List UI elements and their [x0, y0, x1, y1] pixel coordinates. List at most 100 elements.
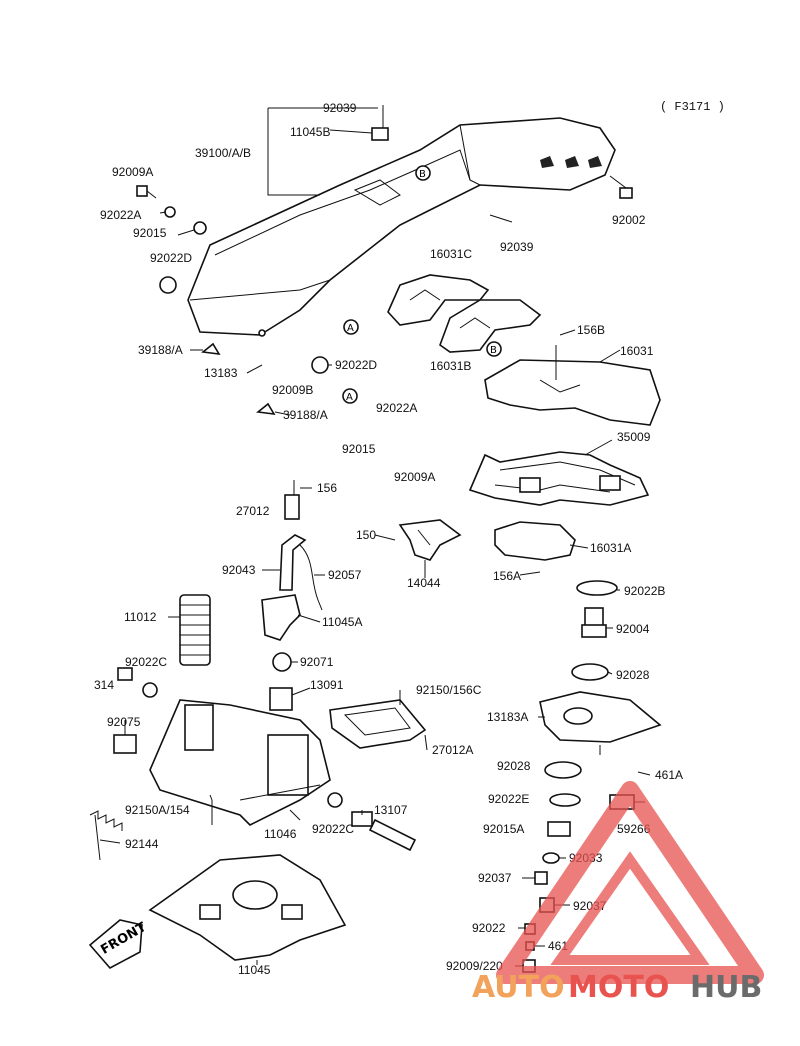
bolt-92009A-top[interactable] — [136, 185, 157, 199]
label-92022D-right: 92022D — [335, 358, 377, 372]
pad-16031A[interactable] — [494, 521, 576, 561]
pin-92039-mid[interactable] — [489, 214, 513, 223]
label-461A: 461A — [655, 768, 683, 782]
cap-314[interactable] — [117, 667, 133, 681]
clip-13091[interactable] — [269, 687, 293, 711]
seal-92028-mid[interactable] — [544, 761, 582, 779]
washer-92022D-left[interactable] — [159, 276, 177, 294]
washer-92022B[interactable] — [576, 580, 618, 596]
washer-92022C-left[interactable] — [142, 682, 158, 698]
label-92028-mid: 92028 — [497, 759, 531, 773]
label-13091: 13091 — [310, 678, 344, 692]
label-92043: 92043 — [222, 563, 256, 577]
label-92022: 92022 — [472, 921, 506, 935]
label-39188A-1: 39188/A — [138, 343, 183, 357]
label-59266: 59266 — [617, 822, 651, 836]
nut-92015-top[interactable] — [193, 221, 207, 235]
label-35009: 35009 — [617, 430, 651, 444]
label-314: 314 — [94, 678, 114, 692]
washer-92022E[interactable] — [549, 793, 581, 807]
tube-92043[interactable] — [279, 534, 307, 591]
label-92022B: 92022B — [624, 584, 665, 598]
callout-B-2: B — [486, 341, 502, 357]
label-92022A-top: 92022A — [100, 208, 141, 222]
label-92015A: 92015A — [483, 822, 524, 836]
seat-cover-39100[interactable] — [187, 117, 616, 337]
label-39100: 39100/A/B — [195, 146, 251, 160]
svg-text:HUB: HUB — [690, 970, 762, 1005]
label-92002: 92002 — [612, 213, 646, 227]
bolt-92002[interactable] — [609, 175, 633, 199]
washer-92022C-right[interactable] — [327, 792, 343, 808]
label-92022E: 92022E — [488, 792, 529, 806]
label-13183A: 13183A — [487, 710, 528, 724]
label-92022C-right: 92022C — [312, 822, 354, 836]
label-92037-left: 92037 — [478, 871, 512, 885]
diagram-code: ( F3171 ) — [660, 100, 725, 114]
label-156B: 156B — [577, 323, 605, 337]
clip-39188A-1[interactable] — [201, 342, 221, 355]
clip-92037-left[interactable] — [534, 871, 548, 885]
base-11046[interactable] — [149, 699, 331, 826]
callout-A-1: A — [343, 319, 359, 335]
label-92022C-left: 92022C — [125, 655, 167, 669]
bracket-16031C[interactable] — [387, 274, 490, 326]
label-92004: 92004 — [616, 622, 650, 636]
label-11045: 11045 — [238, 963, 271, 977]
label-92022A-mid: 92022A — [376, 401, 417, 415]
washer-92022D-right[interactable] — [311, 356, 329, 374]
label-16031A: 16031A — [590, 541, 631, 555]
block-92075[interactable] — [113, 734, 137, 754]
label-27012A: 27012A — [432, 743, 473, 757]
plate-11045[interactable] — [148, 854, 347, 961]
label-92039-top: 92039 — [323, 101, 357, 115]
svg-text:MOTO: MOTO — [568, 970, 669, 1005]
label-156: 156 — [317, 481, 337, 495]
label-92022D-left: 92022D — [150, 251, 192, 265]
clip-27012[interactable] — [284, 480, 300, 520]
label-92150A-154: 92150A/154 — [125, 803, 190, 817]
seal-92028-top[interactable] — [571, 663, 609, 681]
label-92009A-mid: 92009A — [394, 470, 435, 484]
label-92009-220: 92009/220 — [446, 959, 503, 973]
label-92039-mid: 92039 — [500, 240, 534, 254]
label-13107: 13107 — [374, 803, 408, 817]
valve-92004[interactable] — [581, 607, 607, 638]
watermark-logo — [496, 781, 764, 984]
label-27012: 27012 — [236, 504, 270, 518]
washer-92022A-top[interactable] — [164, 206, 176, 218]
label-16031C: 16031C — [430, 247, 472, 261]
boot-11012[interactable] — [179, 594, 211, 666]
label-11012: 11012 — [124, 610, 157, 624]
label-150: 150 — [356, 528, 376, 542]
label-11045A: 11045A — [322, 615, 362, 629]
plate-13183A[interactable] — [539, 691, 662, 743]
bolt-13107[interactable] — [351, 811, 417, 852]
part-labels: 92039 11045B 39100/A/B 92009A 92022A 920… — [94, 101, 683, 977]
callout-B-1: B — [415, 165, 431, 181]
label-11045B: 11045B — [290, 125, 330, 139]
label-92009B: 92009B — [272, 383, 313, 397]
label-92150-156C: 92150/156C — [416, 683, 482, 697]
front-arrow: FRONT — [88, 919, 149, 970]
bracket-14044[interactable] — [398, 519, 462, 561]
label-92015-mid: 92015 — [342, 442, 376, 456]
frame-35009[interactable] — [468, 451, 650, 506]
bracket-11045A[interactable] — [261, 594, 301, 641]
clip-39188A-2[interactable] — [256, 402, 276, 415]
spring-92144[interactable] — [89, 810, 123, 861]
nut-92071[interactable] — [272, 652, 292, 672]
cover-16031[interactable] — [484, 345, 661, 426]
bracket-16031B[interactable] — [439, 299, 542, 353]
label-92144: 92144 — [125, 837, 159, 851]
label-39188A-2: 39188/A — [283, 408, 328, 422]
clip-92033[interactable] — [542, 852, 560, 864]
svg-text:B: B — [419, 169, 426, 180]
nut-92015A[interactable] — [547, 821, 571, 837]
label-16031: 16031 — [620, 344, 654, 358]
label-92028-top: 92028 — [616, 668, 650, 682]
clip-11045B[interactable] — [371, 127, 389, 141]
handle-27012A[interactable] — [329, 699, 427, 749]
svg-text:AUTO: AUTO — [472, 970, 565, 1005]
